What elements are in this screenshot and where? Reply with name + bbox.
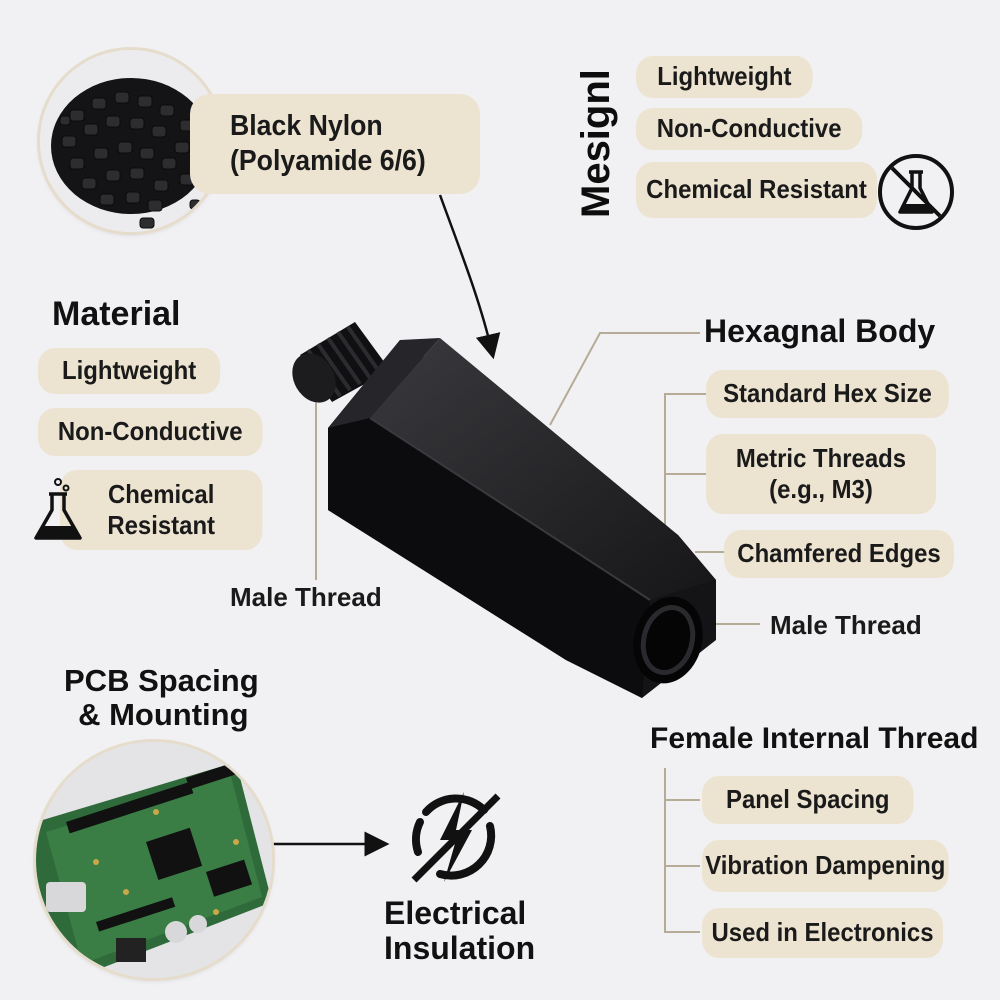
hex-body-heading: Hexagnal Body: [704, 313, 936, 349]
design-item-chemical-resistant: Chemical Resistant: [636, 162, 878, 218]
insulation-line1: Electrical: [384, 895, 527, 931]
chemical-flask-icon: [30, 476, 86, 546]
pcb-board-photo: [36, 742, 272, 978]
male-thread-left-label: Male Thread: [230, 582, 382, 612]
female-item-vibration-dampening: Vibration Dampening: [702, 840, 949, 892]
black-nylon-title: Black Nylon: [230, 110, 383, 143]
material-item-chemical-resistant: Chemical Resistant: [60, 470, 263, 550]
design-chemical-text: Chemical Resistant: [646, 174, 867, 205]
material-item-lightweight: Lightweight: [38, 348, 221, 394]
design-item-lightweight: Lightweight: [636, 56, 813, 98]
body-item-chamfered-edges: Chamfered Edges: [724, 530, 954, 578]
no-chemical-flask-icon: [876, 152, 956, 232]
design-vertical-title: Mesignl: [574, 69, 619, 218]
design-title-text: Mesignl: [574, 69, 618, 218]
black-nylon-callout: Black Nylon (Polyamide 6/6): [190, 94, 480, 194]
polyamide-subtitle: (Polyamide 6/6): [230, 145, 426, 177]
body-item-metric-threads: Metric Threads (e.g., M3): [706, 434, 936, 514]
design-item-non-conductive: Non-Conductive: [636, 108, 863, 150]
hex-standoff-illustration: [292, 322, 716, 698]
material-chem-line2: Resistant: [107, 510, 216, 540]
material-chem-line1: Chemical: [108, 478, 215, 509]
material-item-non-conductive: Non-Conductive: [38, 408, 263, 456]
body-item-standard-hex: Standard Hex Size: [706, 370, 949, 418]
pcb-heading-line1: PCB Spacing: [64, 663, 259, 698]
pcb-heading-line2: & Mounting: [78, 697, 249, 733]
female-item-used-in-electronics: Used in Electronics: [702, 908, 944, 958]
pcb-heading: PCB Spacing & Mounting: [64, 663, 259, 733]
insulation-line2: Insulation: [384, 930, 536, 967]
female-thread-heading: Female Internal Thread: [650, 722, 979, 755]
male-thread-right-label: Male Thread: [770, 610, 922, 640]
material-heading: Material: [52, 295, 181, 333]
metric-threads-line2: (e.g., M3): [769, 474, 873, 504]
no-electricity-icon: [400, 782, 510, 892]
female-item-panel-spacing: Panel Spacing: [702, 776, 914, 824]
metric-threads-line1: Metric Threads: [735, 442, 907, 473]
male-thread-stud: [292, 322, 390, 403]
electrical-insulation-label: Electrical Insulation: [384, 895, 536, 967]
